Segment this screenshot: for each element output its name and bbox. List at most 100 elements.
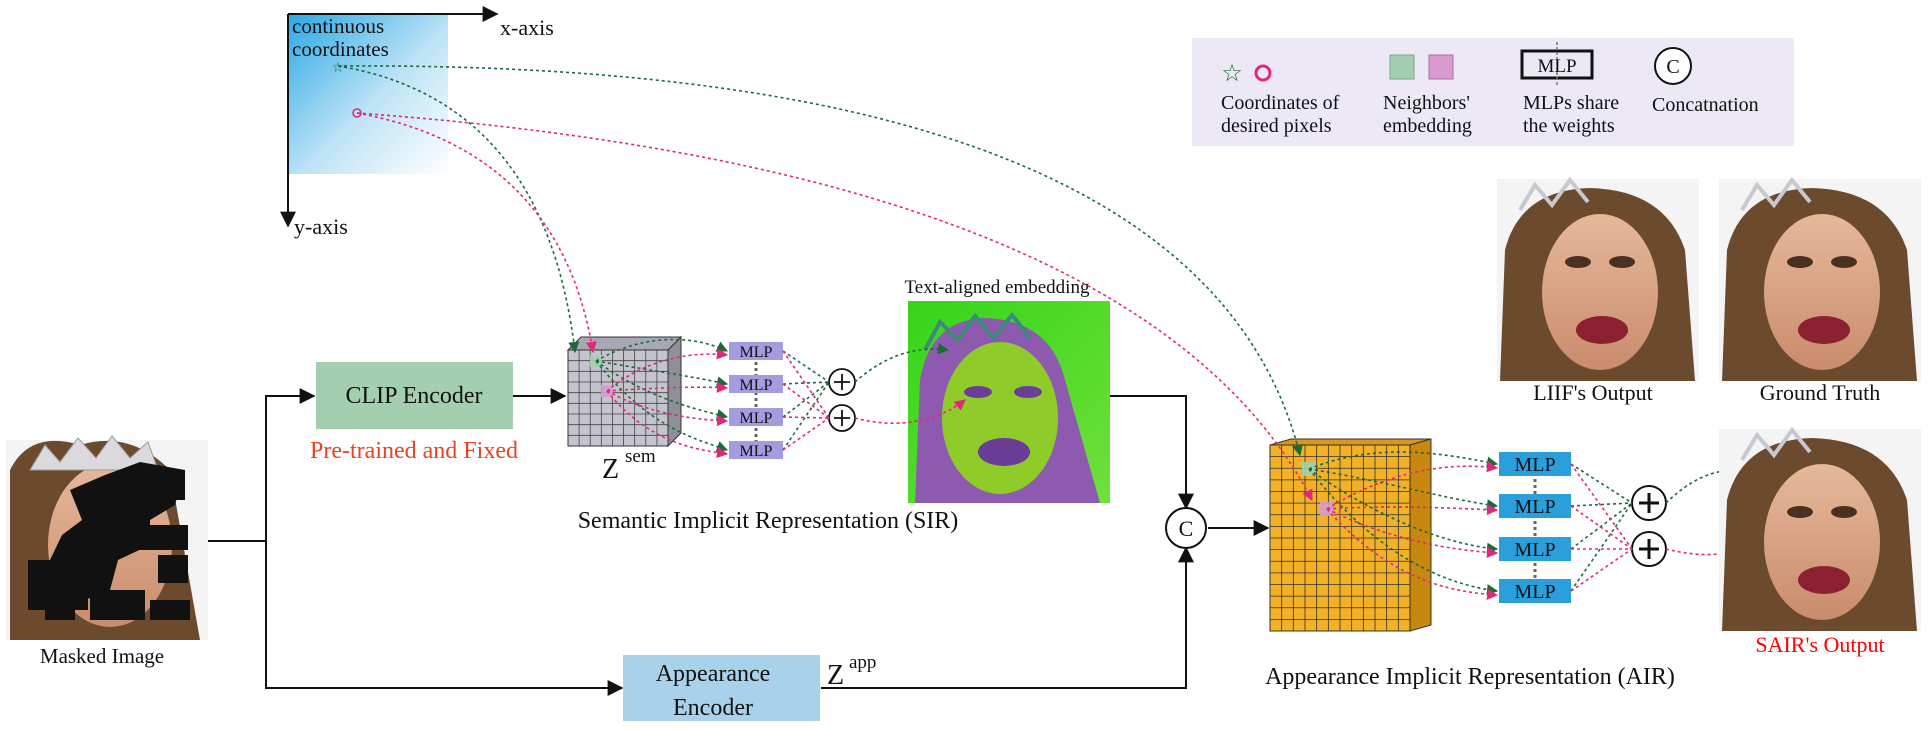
legend-concat-icon xyxy=(1654,47,1692,85)
gt-face xyxy=(1764,214,1880,370)
zsem-z: Z xyxy=(602,454,619,485)
embedding-tiara xyxy=(923,311,1032,351)
air-feature-cube: Appearance Implicit Representation (AIR) xyxy=(1265,438,1675,690)
clip-encoder-label: CLIP Encoder xyxy=(345,383,482,409)
y-axis-label: y-axis xyxy=(294,214,348,239)
text-aligned-embedding: Text-aligned embedding Semantic Implicit… xyxy=(578,277,1110,534)
masked-image-caption: Masked Image xyxy=(40,644,164,668)
pink-query-to-zsem xyxy=(356,112,597,354)
sir-mlp-box-3 xyxy=(729,408,783,426)
coordinate-system: x-axis y-axis continuous coordinates ☆ xyxy=(280,6,554,239)
legend-mlp-label: MLP xyxy=(1537,56,1576,77)
mask-blotches xyxy=(28,462,190,620)
green-query-star-icon: ☆ xyxy=(332,60,345,76)
embedding-caption: Text-aligned embedding xyxy=(905,277,1090,298)
air-plus-sign-2 xyxy=(1639,539,1659,559)
legend-pink-embedding-swatch xyxy=(1428,54,1454,80)
appearance-encoder-line1: Appearance xyxy=(656,661,771,687)
sair-face xyxy=(1764,464,1880,620)
main-flow xyxy=(208,388,1270,696)
gt-eye-right xyxy=(1831,256,1857,268)
sir-title: Semantic Implicit Representation (SIR) xyxy=(578,508,959,534)
legend-neighbors-line2: embedding xyxy=(1383,115,1472,137)
sir-plus-sign-2 xyxy=(834,410,850,426)
gt-mouth xyxy=(1798,316,1850,344)
air-sum-nodes xyxy=(1631,485,1667,567)
coordinates-label-line2: coordinates xyxy=(292,37,389,61)
liif-output: LIIF's Output xyxy=(1497,176,1699,405)
zapp-superscript: app xyxy=(849,652,876,673)
legend-background xyxy=(1192,38,1794,146)
zapp-z: Z xyxy=(827,660,844,691)
x-axis-label: x-axis xyxy=(500,15,554,40)
sir-mlp-label-2: MLP xyxy=(740,377,773,394)
concat-symbol: C xyxy=(1179,516,1194,541)
liif-face xyxy=(1542,214,1658,370)
sir-mlp-box-2 xyxy=(729,375,783,393)
legend-green-embedding-swatch xyxy=(1389,54,1415,80)
appearance-encoder-box xyxy=(623,655,820,721)
sair-mouth xyxy=(1798,566,1850,594)
query-paths xyxy=(337,65,1776,600)
legend-neighbors-line1: Neighbors' xyxy=(1383,92,1470,114)
sair-eye-left xyxy=(1787,506,1813,518)
to-appearance-arrow xyxy=(265,541,624,696)
air-plus-sign-1 xyxy=(1639,493,1659,513)
air-mlp-box-3 xyxy=(1499,537,1571,561)
sir-sum-nodes xyxy=(828,368,856,432)
embedding-eye-right xyxy=(1014,386,1042,398)
air-title: Appearance Implicit Representation (AIR) xyxy=(1265,664,1675,690)
air-mlp-label-1: MLP xyxy=(1514,454,1555,476)
liif-mouth xyxy=(1576,316,1628,344)
zsem-cube-front xyxy=(567,349,669,447)
sair-eye-right xyxy=(1831,506,1857,518)
liif-output-label: LIIF's Output xyxy=(1533,380,1652,405)
embedding-eye-left xyxy=(964,386,992,398)
air-mlp-label-4: MLP xyxy=(1514,581,1555,603)
legend-mlp-share-line1: MLPs share xyxy=(1523,92,1619,114)
legend-concat-symbol: C xyxy=(1666,56,1679,78)
liif-eye-left xyxy=(1565,256,1591,268)
coordinates-label-line1: continuous xyxy=(292,14,384,38)
green-query-to-zsem xyxy=(337,65,580,354)
pink-query-to-air xyxy=(356,112,1313,501)
sir-plus-sign-1 xyxy=(834,374,850,390)
clip-encoder-note: Pre-trained and Fixed xyxy=(310,438,518,464)
sir-mlp-label-3: MLP xyxy=(740,410,773,427)
gt-eye-left xyxy=(1787,256,1813,268)
ground-truth-label: Ground Truth xyxy=(1760,380,1880,405)
liif-eye-right xyxy=(1609,256,1635,268)
zsem-superscript: sem xyxy=(625,446,656,467)
air-mlp-stack: MLP MLP MLP MLP xyxy=(1499,452,1571,603)
legend-mlp-share-line2: the weights xyxy=(1523,115,1615,137)
sir-mlp-box-1 xyxy=(729,342,783,360)
legend-star-icon: ☆ xyxy=(1221,59,1243,87)
air-mlp-label-3: MLP xyxy=(1514,539,1555,561)
air-cube-top xyxy=(1269,438,1432,446)
sir-mlp-stack: MLP MLP MLP MLP xyxy=(729,342,783,460)
embedding-mouth xyxy=(978,438,1030,466)
masked-image: Masked Image xyxy=(6,435,208,668)
appearance-encoder-block: Appearance Encoder Z app xyxy=(623,652,876,721)
legend: ☆ Coordinates of desired pixels Neighbor… xyxy=(1192,38,1794,146)
sir-mlp-box-4 xyxy=(729,441,783,459)
pink-query-circle-icon xyxy=(352,108,362,118)
air-cube-side xyxy=(1409,438,1432,632)
sair-output-label: SAIR's Output xyxy=(1755,632,1884,657)
legend-coords-line2: desired pixels xyxy=(1221,115,1332,137)
liif-tiara xyxy=(1518,176,1590,212)
legend-concat-label: Concatnation xyxy=(1652,94,1759,116)
air-mlp-label-2: MLP xyxy=(1514,496,1555,518)
zsem-feature-cube: Z sem xyxy=(566,335,683,485)
sair-output: SAIR's Output xyxy=(1719,426,1921,657)
masked-tiara xyxy=(29,435,159,471)
air-mlp-box-4 xyxy=(1499,579,1571,603)
coordinate-gradient xyxy=(288,14,448,174)
legend-circle-icon xyxy=(1254,64,1272,82)
sir-mlp-label-4: MLP xyxy=(740,443,773,460)
gt-tiara xyxy=(1740,176,1812,212)
air-mlp-box-1 xyxy=(1499,452,1571,476)
embedding-to-concat-arrow xyxy=(1110,395,1194,510)
clip-encoder-block: CLIP Encoder Pre-trained and Fixed xyxy=(310,362,518,464)
